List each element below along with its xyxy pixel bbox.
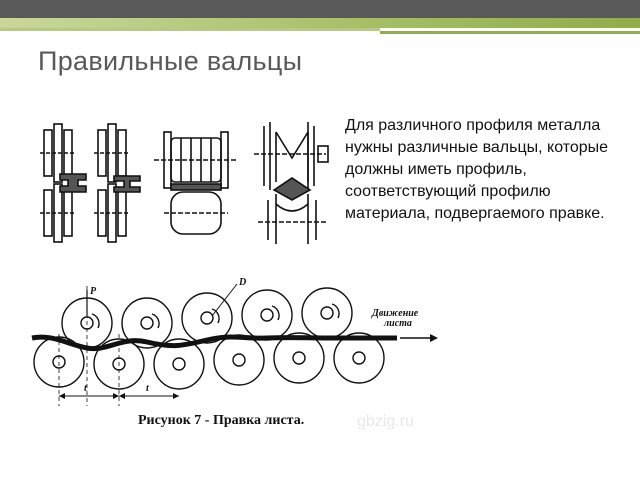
figure-caption: Рисунок 7 - Правка листа. — [138, 413, 304, 428]
motion-label-line2: листа — [383, 318, 412, 329]
label-p: P — [90, 286, 97, 297]
roller-profiles-figure — [40, 122, 329, 244]
label-d: D — [238, 277, 246, 288]
slide-title: Правильные вальцы — [38, 46, 303, 76]
sheet-line — [31, 334, 397, 352]
watermark-text: gbzig.ru — [357, 413, 414, 430]
upper-roller-4 — [241, 289, 293, 341]
slide-body-text: Для различного профиля металла нужны раз… — [345, 117, 609, 222]
header-band — [0, 0, 640, 18]
lower-roller-5 — [273, 332, 325, 384]
label-t-2: t — [146, 383, 150, 394]
roller-grooved — [254, 122, 329, 244]
lower-roller-6 — [333, 332, 385, 384]
accent-line-dark — [380, 31, 640, 34]
lower-roller-3 — [153, 338, 205, 390]
roller-flat — [154, 131, 236, 235]
sheet-straightening-figure: gbzig.ru P D Движение листа t — [31, 277, 438, 430]
upper-roller-2 — [121, 297, 173, 349]
motion-label-line1: Движение — [371, 308, 419, 319]
accent-line — [0, 28, 380, 31]
roller-pair-left-a — [40, 123, 76, 243]
upper-roller-5 — [301, 287, 353, 339]
lower-roller-4 — [213, 334, 265, 386]
label-t-1: t — [84, 383, 88, 394]
upper-roller-3 — [181, 292, 233, 344]
accent-strip — [0, 18, 640, 28]
